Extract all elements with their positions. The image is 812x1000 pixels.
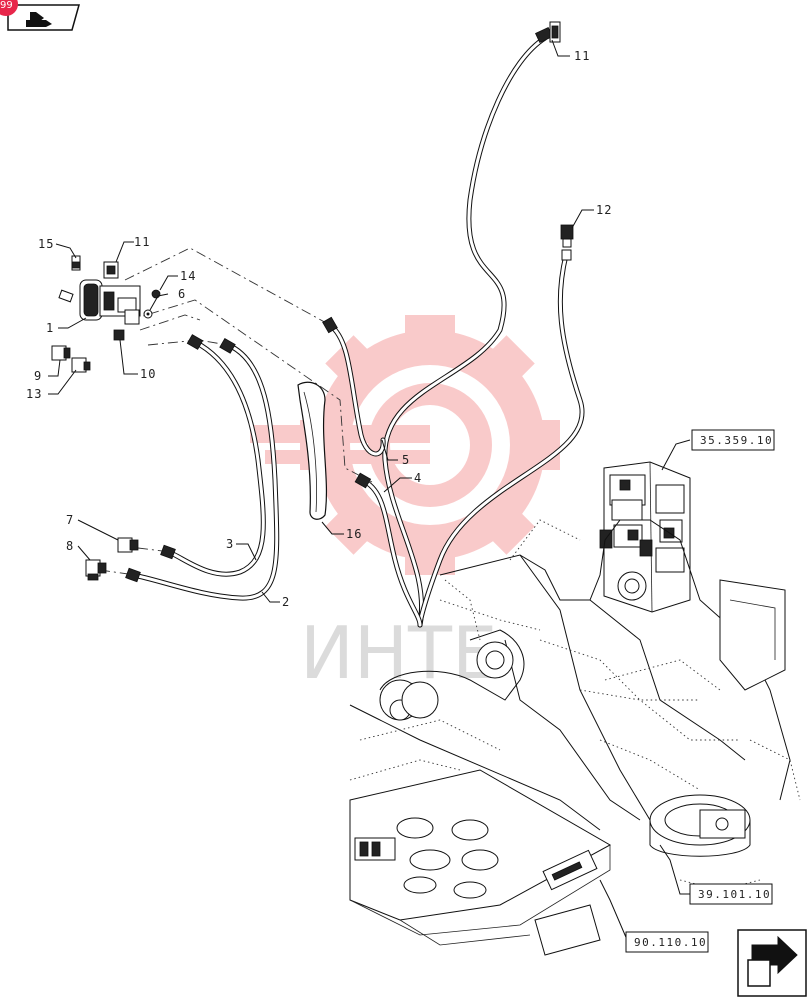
fitting-9 [51,345,71,361]
fitting-13 [71,357,91,373]
watermark: ИНТЕ [250,315,560,695]
fitting-11-top [535,21,561,44]
callout-11-top: 11 [574,49,590,63]
fittings [51,21,574,583]
callout-12: 12 [596,203,612,217]
folder-arrow-icon [26,12,52,27]
callout-11-left: 11 [134,235,150,249]
callout-14: 14 [180,269,196,283]
reference-label: 39.101.10 [698,888,771,901]
reference-label: 35.359.10 [700,434,773,447]
next-page-arrow-icon [747,935,798,987]
callout-15: 15 [38,237,54,251]
leader-lines [48,39,691,943]
callout-7: 7 [66,513,74,527]
callout-5: 5 [402,453,410,467]
fitting-7 [117,537,139,553]
nav-prev-button[interactable] [7,4,80,31]
page-badge-text: 99 [0,0,13,11]
reference-link-39-101-10[interactable]: 39.101.10 [689,883,773,905]
hose-3 [165,339,266,577]
callout-3: 3 [226,537,234,551]
callout-4: 4 [414,471,422,485]
fitting-15 [71,255,81,271]
callout-1: 1 [46,321,54,335]
callout-6: 6 [178,287,186,301]
fitting-8 [85,559,107,581]
reference-label: 90.110.10 [634,936,707,949]
reference-link-90-110-10[interactable]: 90.110.10 [625,931,709,953]
callout-labels: 15 11 14 6 1 10 9 13 7 8 3 2 16 5 4 11 1… [26,49,612,609]
reference-link-35-359-10[interactable]: 35.359.10 [691,429,775,451]
protective-sleeve-16 [297,381,328,520]
nav-next-button[interactable] [737,929,807,997]
page-badge: 99 [0,0,18,16]
callout-8: 8 [66,539,74,553]
callout-2: 2 [282,595,290,609]
fitting-12 [560,224,574,261]
callout-9: 9 [34,369,42,383]
hoses [130,35,585,628]
fitting-11-left [103,261,119,279]
callout-10: 10 [140,367,156,381]
callout-13: 13 [26,387,42,401]
callout-16: 16 [346,527,362,541]
valve-assembly-1 [58,279,141,341]
machine-frame [349,461,801,956]
